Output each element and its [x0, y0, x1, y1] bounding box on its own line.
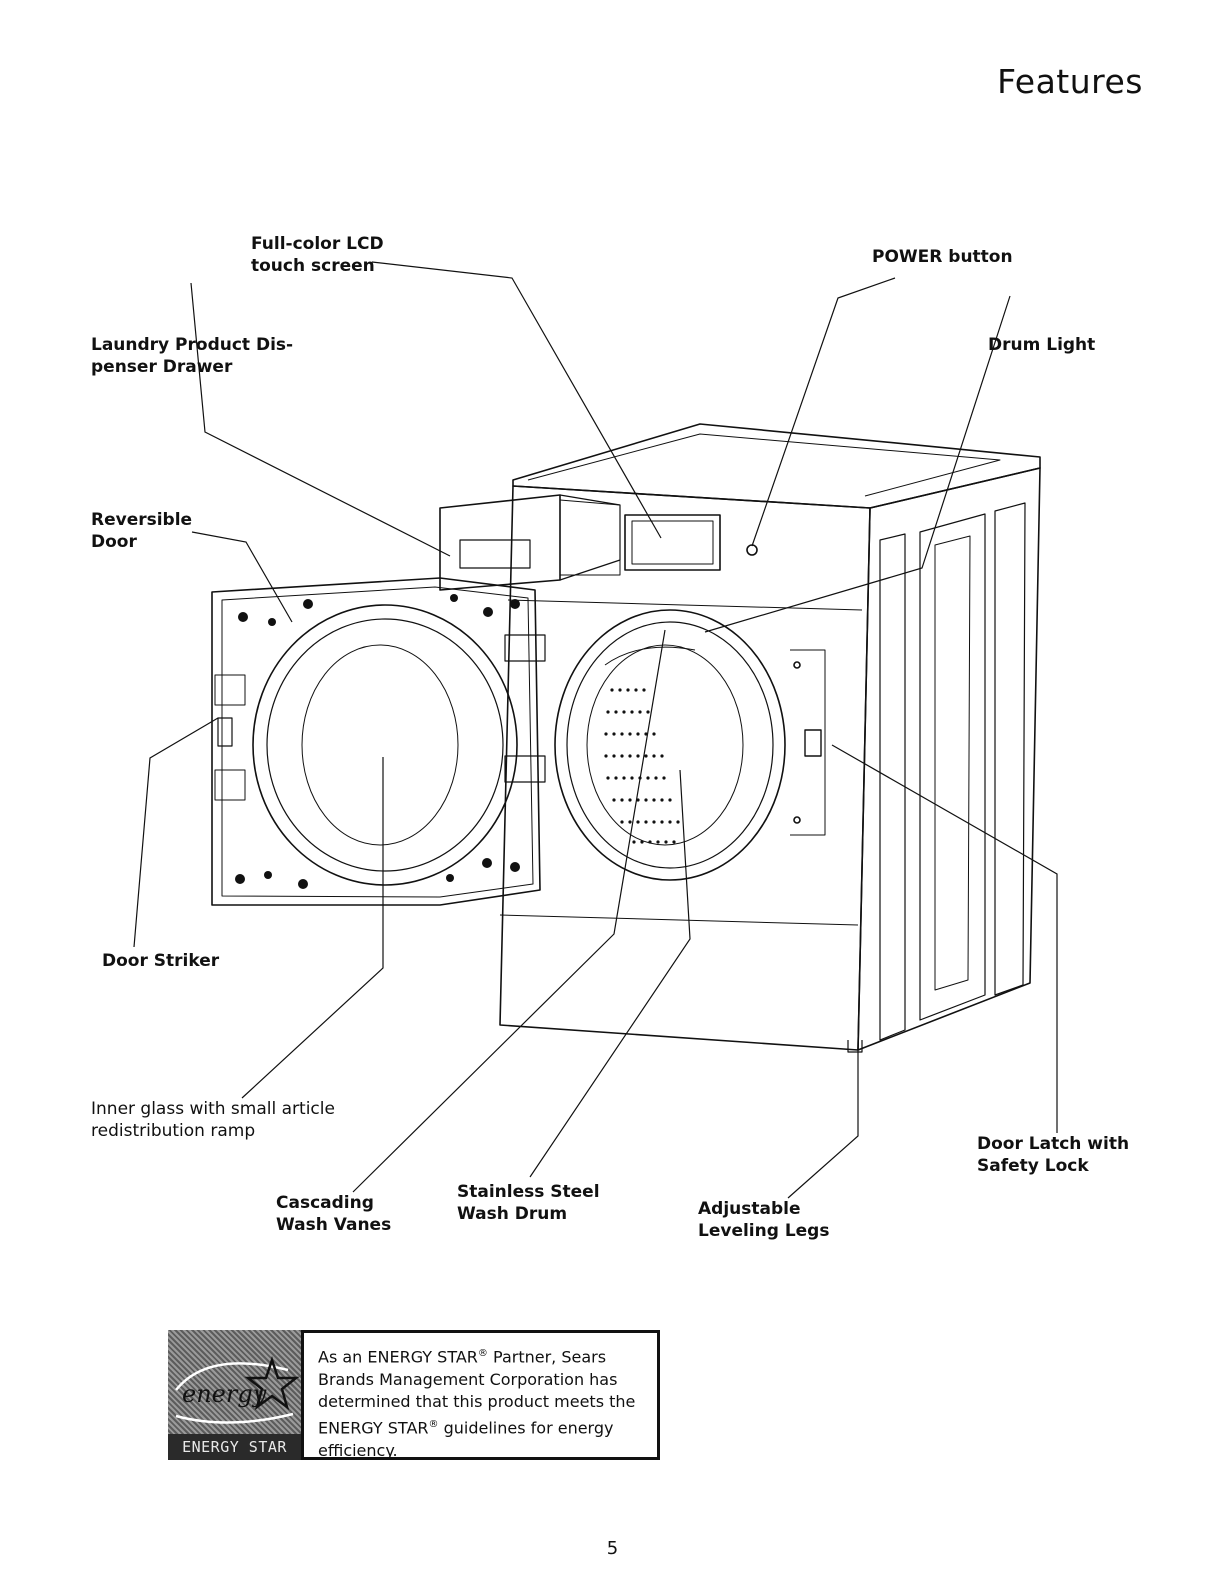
- label-reversible-door: Reversible Door: [91, 510, 193, 552]
- lcd-screen: [624, 514, 721, 571]
- energy-star-logo: energy ENERGY STAR: [168, 1330, 301, 1460]
- leader-drum-light: [704, 295, 1011, 633]
- page-title: Features: [997, 62, 1143, 101]
- leader-vanes: [352, 629, 666, 1193]
- energy-star-notice: energy ENERGY STAR As an ENERGY STAR® Pa…: [168, 1330, 660, 1460]
- leader-inner-glass: [241, 757, 384, 1099]
- label-wash-drum: Stainless Steel Wash Drum: [457, 1182, 600, 1224]
- door-latch: [804, 729, 822, 757]
- leader-drum: [529, 769, 691, 1178]
- leader-power: [751, 277, 896, 547]
- drum-perforations: [604, 688, 680, 844]
- door-striker: [217, 717, 233, 747]
- energy-script: energy: [182, 1380, 267, 1408]
- leader-dispenser: [190, 282, 451, 557]
- label-leveling-legs: Adjustable Leveling Legs: [698, 1199, 830, 1241]
- leader-door-latch: [831, 744, 1058, 1133]
- leader-door-striker: [133, 717, 219, 948]
- leader-lcd: [371, 261, 662, 539]
- energy-star-icon: energy: [175, 1356, 300, 1424]
- leader-reversible-door: [191, 531, 293, 623]
- drum-opening: [554, 609, 786, 881]
- label-wash-vanes: Cascading Wash Vanes: [276, 1193, 392, 1235]
- cabinet-side: [857, 467, 1041, 1051]
- label-inner-glass: Inner glass with small article redistrib…: [91, 1099, 335, 1141]
- label-lcd-touch-screen: Full-color LCD touch screen: [251, 234, 384, 276]
- open-door: [211, 577, 541, 906]
- energy-star-text: As an ENERGY STAR® Partner, Sears Brands…: [301, 1330, 660, 1460]
- label-power-button: POWER button: [872, 247, 1013, 267]
- door-glass: [252, 604, 518, 886]
- label-dispenser-drawer: Laundry Product Dis- penser Drawer: [91, 335, 294, 377]
- label-door-latch: Door Latch with Safety Lock: [977, 1134, 1130, 1176]
- page-number: 5: [606, 1538, 619, 1559]
- label-drum-light: Drum Light: [988, 335, 1096, 355]
- energy-star-band: ENERGY STAR: [168, 1434, 301, 1460]
- power-button: [746, 544, 758, 556]
- dispenser-drawer: [439, 494, 561, 591]
- leader-legs: [787, 1050, 859, 1199]
- label-door-striker: Door Striker: [102, 951, 220, 971]
- cabinet-top: [512, 423, 1041, 509]
